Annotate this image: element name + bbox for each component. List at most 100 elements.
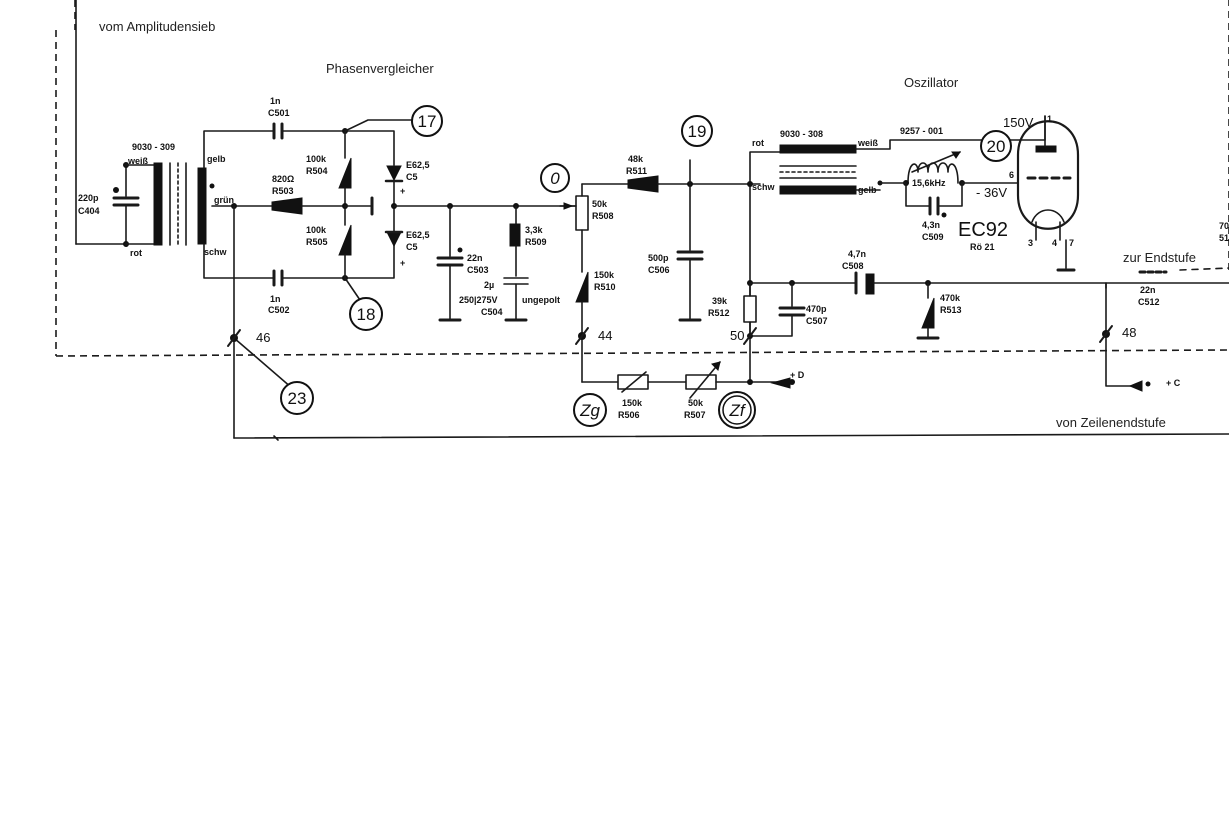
- c509-label: C509: [922, 232, 944, 242]
- wire-color-gelb-2: gelb: [858, 185, 877, 195]
- node-zf: Zf: [718, 391, 756, 429]
- terminal-48: 48: [1122, 325, 1136, 340]
- edge-text-1: 70: [1219, 221, 1229, 231]
- section-label-endstufe: zur Endstufe: [1123, 250, 1196, 265]
- section-label-phasenvergleicher: Phasenvergleicher: [326, 61, 434, 76]
- r508-label: R508: [592, 211, 614, 221]
- r505-value: 100k: [306, 225, 327, 235]
- r508-value: 50k: [592, 199, 608, 209]
- node-18: 18: [349, 297, 383, 331]
- node-19: 19: [681, 115, 713, 147]
- r507-label: R507: [684, 410, 706, 420]
- c506-label: C506: [648, 265, 670, 275]
- r512-label: R512: [708, 308, 730, 318]
- c508-value: 4,7n: [848, 249, 866, 259]
- node-zg-label: Zg: [579, 401, 600, 420]
- terminal-plus-d: + D: [790, 370, 805, 380]
- transformer-label: 9030 - 309: [132, 142, 175, 152]
- r512-value: 39k: [712, 296, 728, 306]
- r504-value: 100k: [306, 154, 327, 164]
- section-label-zeilenendstufe: von Zeilenendstufe: [1056, 415, 1166, 430]
- tube-reference: Rö 21: [970, 242, 995, 252]
- c507-value: 470p: [806, 304, 827, 314]
- c404-label: C404: [78, 206, 100, 216]
- r509-label: R509: [525, 237, 547, 247]
- r504-label: R504: [306, 166, 328, 176]
- c507-label: C507: [806, 316, 828, 326]
- wire-color-gelb: gelb: [207, 154, 226, 164]
- wire-color-weiss: weiß: [127, 156, 149, 166]
- node-zg: Zg: [573, 393, 607, 427]
- c502-value: 1n: [270, 294, 281, 304]
- wire-color-schw-2: schw: [752, 182, 776, 192]
- diode1-label: C5: [406, 172, 418, 182]
- r513-value: 470k: [940, 293, 961, 303]
- r503-label: R503: [272, 186, 294, 196]
- r506-label: R506: [618, 410, 640, 420]
- diode1-polarity: +: [400, 186, 405, 196]
- node-19-label: 19: [688, 122, 707, 141]
- c506-value: 500p: [648, 253, 669, 263]
- output-network: [743, 267, 1229, 385]
- c501-value: 1n: [270, 96, 281, 106]
- osc-transformer-label: 9030 - 308: [780, 129, 823, 139]
- c504-label: C504: [481, 307, 503, 317]
- node-0-label: 0: [550, 169, 560, 188]
- node-23: 23: [280, 381, 314, 415]
- wire-color-schw: schw: [204, 247, 228, 257]
- r513-label: R513: [940, 305, 962, 315]
- diode1-value: E62,5: [406, 160, 430, 170]
- tube-ec92: [1016, 115, 1080, 272]
- terminal-44: 44: [598, 328, 612, 343]
- terminal-50: 50: [730, 328, 744, 343]
- node-0: 0: [540, 163, 570, 193]
- c502-label: C502: [268, 305, 290, 315]
- phase-adjust: [559, 159, 761, 383]
- wire-color-rot: rot: [130, 248, 142, 258]
- wire-color-gruen: grün: [214, 195, 234, 205]
- c404-value: 220p: [78, 193, 99, 203]
- wire-color-weiss-2: weiß: [857, 138, 879, 148]
- section-label-amplitudensieb: vom Amplitudensieb: [99, 19, 215, 34]
- c504-type: ungepolt: [522, 295, 560, 305]
- node-17-label: 17: [418, 112, 437, 131]
- grid-voltage: - 36V: [976, 185, 1007, 200]
- board-outline: [55, 0, 1229, 357]
- tube-pin-1: 1: [1047, 114, 1052, 124]
- c512-value: 22n: [1140, 285, 1156, 295]
- tube-pin-6: 6: [1009, 170, 1014, 180]
- r511-label: R511: [626, 166, 647, 176]
- r510-value: 150k: [594, 270, 615, 280]
- osc-coil-label: 9257 - 001: [900, 126, 943, 136]
- c508-label: C508: [842, 261, 864, 271]
- node-18-label: 18: [357, 305, 376, 324]
- frequency-adjust: [581, 361, 795, 399]
- node-23-label: 23: [288, 389, 307, 408]
- r509-value: 3,3k: [525, 225, 544, 235]
- c504-value: 2µ: [484, 280, 494, 290]
- r510-label: R510: [594, 282, 616, 292]
- section-label-oszillator: Oszillator: [904, 75, 959, 90]
- terminal-46: 46: [256, 330, 270, 345]
- filter-network: [436, 203, 529, 322]
- c509-value: 4,3n: [922, 220, 940, 230]
- c503-label: C503: [467, 265, 489, 275]
- diode2-polarity: +: [400, 258, 405, 268]
- diode2-value: E62,5: [406, 230, 430, 240]
- node-20: 20: [980, 130, 1012, 162]
- tube-type-label: EC92: [958, 219, 1008, 241]
- tube-pin-7: 7: [1069, 238, 1074, 248]
- terminal-plus-c: + C: [1166, 378, 1181, 388]
- r507-value: 50k: [688, 398, 704, 408]
- node-20-label: 20: [987, 137, 1006, 156]
- tube-pin-3: 3: [1028, 238, 1033, 248]
- c501-label: C501: [268, 108, 290, 118]
- wire-color-rot-2: rot: [752, 138, 764, 148]
- phase-comparator: [203, 119, 583, 301]
- node-zf-label: Zf: [728, 401, 746, 420]
- interconnect-wiring: [233, 205, 1229, 441]
- r506-value: 150k: [622, 398, 643, 408]
- node-17: 17: [411, 105, 443, 137]
- oscillator-transformer: [747, 115, 1046, 337]
